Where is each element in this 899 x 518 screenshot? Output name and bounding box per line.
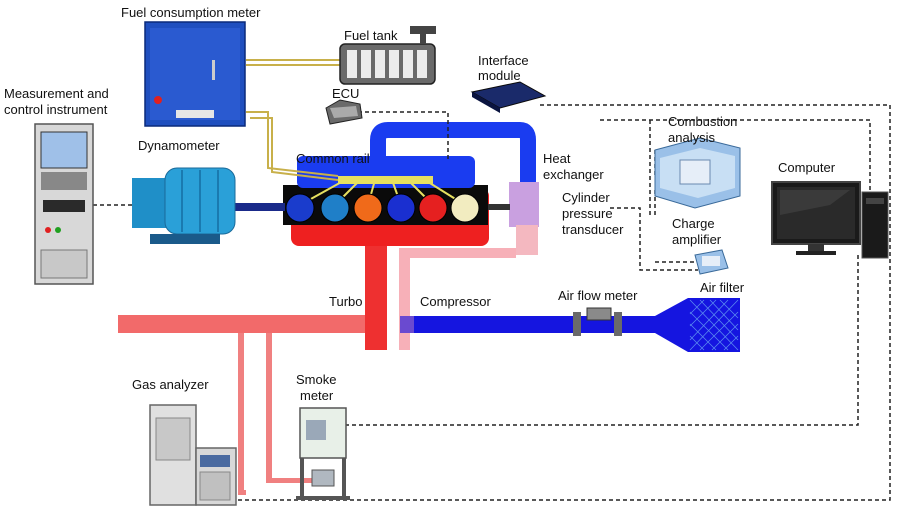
label-cylinder-pressure-1: Cylinder (562, 190, 610, 205)
cylinder-2 (320, 193, 350, 223)
label-measurement-1: Measurement and (4, 86, 109, 101)
exhaust-pipes (118, 238, 387, 495)
label-fuel-tank: Fuel tank (344, 28, 398, 43)
air-flow-meter-device (573, 307, 622, 336)
label-fuel-consumption-meter: Fuel consumption meter (121, 5, 261, 20)
compressor-channel (399, 182, 539, 350)
cylinder-6 (450, 193, 480, 223)
fuel-tank (339, 26, 436, 85)
cylinder-4 (386, 193, 416, 223)
label-gas-analyzer: Gas analyzer (132, 377, 209, 392)
label-dynamometer: Dynamometer (138, 138, 220, 153)
charge-amplifier-device (694, 249, 729, 275)
label-combustion-2: analysis (668, 130, 715, 145)
label-air-filter: Air filter (700, 280, 745, 295)
label-ecu: ECU (332, 86, 359, 101)
label-combustion-1: Combustion (668, 114, 737, 129)
air-filter-mesh (689, 299, 739, 351)
label-common-rail: Common rail (296, 151, 370, 166)
label-compressor: Compressor (420, 294, 491, 309)
label-turbo: Turbo (329, 294, 362, 309)
signal-lines (93, 104, 891, 501)
label-computer: Computer (778, 160, 836, 175)
coolant-loop (370, 122, 536, 190)
label-interface-module-1: Interface (478, 53, 529, 68)
label-charge-amplifier-1: Charge (672, 216, 715, 231)
label-air-flow-meter: Air flow meter (558, 288, 638, 303)
label-cylinder-pressure-2: pressure (562, 206, 613, 221)
fuel-consumption-meter (144, 21, 246, 127)
label-smoke-meter-1: Smoke (296, 372, 336, 387)
label-cylinder-pressure-3: transducer (562, 222, 624, 237)
ecu-device (325, 99, 363, 125)
combustion-analysis-device (654, 137, 741, 209)
cylinder-5 (418, 193, 448, 223)
smoke-meter-device (296, 407, 350, 500)
label-interface-module-2: module (478, 68, 521, 83)
cylinder-pressure-sensor (488, 204, 510, 210)
computer-device (771, 181, 889, 259)
engine-block (283, 156, 489, 246)
label-charge-amplifier-2: amplifier (672, 232, 722, 247)
fuel-lines (246, 59, 340, 181)
gas-analyzer-device (149, 404, 237, 506)
drive-shaft (235, 203, 285, 211)
interface-module-device (470, 81, 547, 113)
cylinders (285, 193, 480, 223)
label-measurement-2: control instrument (4, 102, 108, 117)
cylinder-1 (285, 193, 315, 223)
dynamometer-device (132, 167, 236, 244)
cylinder-3 (353, 193, 383, 223)
measurement-control-instrument (34, 123, 94, 285)
label-heat-exchanger-2: exchanger (543, 167, 604, 182)
label-heat-exchanger-1: Heat (543, 151, 571, 166)
intake-pipes (400, 298, 740, 352)
label-smoke-meter-2: meter (300, 388, 334, 403)
